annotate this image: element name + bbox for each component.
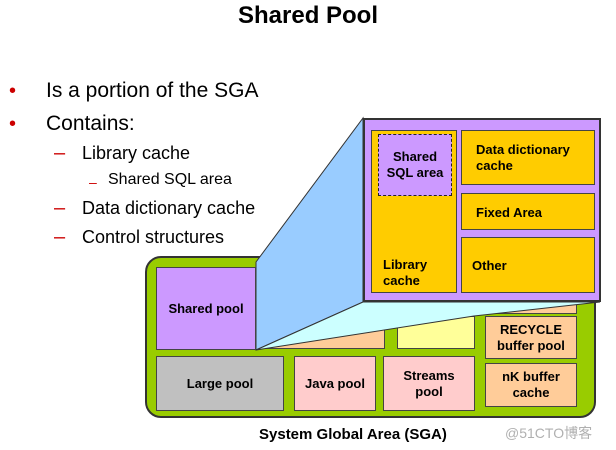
nk-buffer-cache-label: nK buffer cache: [502, 369, 560, 400]
bullet-marker: •: [9, 80, 17, 102]
library-cache-label: Library cache: [383, 257, 428, 288]
sga-caption: System Global Area (SGA): [259, 426, 447, 443]
data-dictionary-cache-box: [461, 130, 595, 185]
shared-pool-box: Shared pool: [156, 267, 256, 350]
sub-bullet-marker: –: [54, 226, 66, 248]
sub-bullet-marker: –: [54, 142, 66, 164]
large-pool-label: Large pool: [186, 375, 254, 391]
nk-buffer-cache-box: nK buffer cache: [485, 363, 577, 407]
bullet-text: Contains:: [46, 112, 135, 135]
recycle-buffer-pool-box: RECYCLE buffer pool: [485, 316, 577, 359]
sub-bullet-marker: –: [54, 197, 66, 219]
fixed-area-label: Fixed Area: [476, 205, 542, 220]
other-label: Other: [472, 258, 507, 273]
slide-title: Shared Pool: [237, 2, 379, 29]
java-pool-label: Java pool: [305, 375, 365, 391]
zoom-bottom-face: [255, 301, 601, 351]
shared-sql-area-label: Shared SQL area: [386, 149, 444, 180]
bullet-marker: •: [9, 113, 17, 135]
streams-pool-box: Streams pool: [383, 356, 475, 411]
sub-bullet-text: Data dictionary cache: [82, 198, 256, 218]
java-pool-box: Java pool: [294, 356, 376, 411]
recycle-buffer-pool-label: RECYCLE buffer pool: [497, 321, 565, 353]
shared-sql-area-box: Shared SQL area: [378, 134, 452, 196]
streams-pool-label: Streams pool: [403, 367, 455, 399]
sub-bullet-text: Control structures: [82, 227, 225, 247]
bullet-text: Is a portion of the SGA: [46, 79, 259, 102]
subsub-bullet-marker: –: [89, 174, 97, 190]
other-box: [461, 237, 595, 293]
subsub-bullet-text: Shared SQL area: [108, 171, 232, 188]
sub-bullet-text: Library cache: [82, 143, 191, 163]
large-pool-box: Large pool: [156, 356, 284, 411]
watermark: @51CTO博客: [505, 425, 593, 441]
fixed-area-box: [461, 193, 595, 230]
shared-pool-label: Shared pool: [168, 300, 244, 316]
data-dictionary-cache-label: Data dictionary cache: [476, 142, 570, 173]
